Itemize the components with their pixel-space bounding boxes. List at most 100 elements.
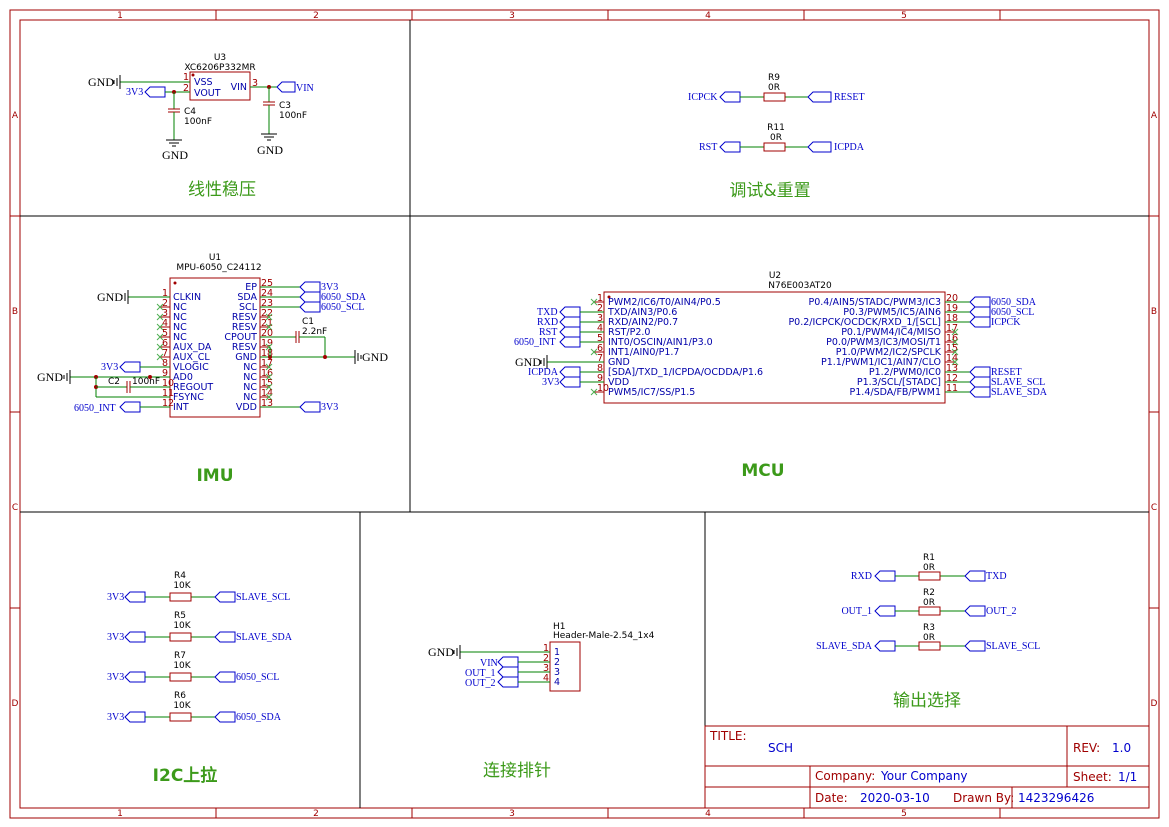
c2-val: 100nF [132,377,160,387]
h1-pin-num: 1 [554,647,560,658]
u1-right-pin-num: 13 [261,398,273,409]
mcu-net-txd: TXD [537,307,558,318]
u3-body [189,71,251,101]
u2-right-pin-name: P0.0/PWM3/IC3/MOSI/T1 [826,337,941,348]
h1-pin-num: 4 [554,677,560,688]
c3-val: 100nF [279,111,307,121]
i2c-res-val: 10K [173,701,191,711]
outsel-res-val: 0R [923,563,935,573]
section-title-output-select: 输出选择 [893,691,961,711]
tb-company: Your Company [880,769,968,783]
i2c-net-left: 3V3 [107,712,124,723]
r11-ref: R11 [767,123,785,133]
outsel-net-right: SLAVE_SCL [986,641,1040,652]
u3-gnd-label: GND [88,75,114,89]
tb-date-label: Date: [815,791,848,805]
u2-right-pin-num: 15 [946,343,958,354]
tb-rev-label: REV: [1073,741,1100,755]
u2-left-pin-num: 4 [597,323,603,334]
u1-left-pin-num: 2 [162,298,168,309]
u1-net-ep-3v3: 3V3 [321,282,338,293]
frame-row-label-right: A [1151,111,1158,121]
mcu-net-vdd: 3V3 [542,377,559,388]
u1-left-pin-name: NC [173,322,187,333]
u1-right-pin-num: 23 [261,298,273,309]
c4-gnd-label: GND [162,148,188,162]
u1-left-pin-num: 11 [162,388,174,399]
h1-part: Header-Male-2.54_1x4 [553,631,655,641]
u1-right-pin-name: SDA [237,292,257,303]
h1-net-out2: OUT_2 [465,678,496,689]
u1-net-sda: 6050_SDA [321,292,367,303]
frame-row-label-right: B [1151,307,1157,317]
u2-right-pin-name: P0.3/PWM5/IC5/AIN6 [843,307,941,318]
frame-row-label-left: D [12,699,19,709]
i2c-net-right: SLAVE_SDA [236,632,293,643]
u2-left-pin-num: 3 [597,313,603,324]
u1-left-pin-num: 7 [162,348,168,359]
u1-right-pin-name: NC [243,372,257,383]
i2c-net-left: 3V3 [107,672,124,683]
u3-pin-vss: VSS [194,77,213,88]
u1-left-pin-name: AUX_DA [173,342,212,353]
i2c-res-val: 10K [173,621,191,631]
frame-row-label-right: D [1151,699,1158,709]
frame-col-label-bottom: 1 [117,809,123,819]
u2-left-pin-num: 8 [597,363,603,374]
u1-right-pin-name: CPOUT [224,332,257,343]
outsel-net-left: OUT_1 [841,606,872,617]
u3-pin-vout: VOUT [194,88,221,99]
u2-left-pin-name: INT1/AIN0/P1.7 [608,347,679,358]
u2-right-pin-num: 16 [946,333,958,344]
u1-right-pin-name: NC [243,392,257,403]
u1-left-pin-name: NC [173,302,187,313]
u2-left-pin-name: PWM5/IC7/SS/P1.5 [608,387,695,398]
u2-left-pin-name: RXD/AIN2/P0.7 [608,317,678,328]
u2-right-pin-name: P1.3/SCL/[STADC] [857,377,941,388]
u1-left-pin-name: NC [173,332,187,343]
i2c-net-left: 3V3 [107,592,124,603]
u1-left-pin-num: 12 [162,398,174,409]
tb-date: 2020-03-10 [860,791,930,805]
u1-right-pin-name: NC [243,362,257,373]
u1-right-pin-num: 18 [261,348,273,359]
frame-col-label-bottom: 2 [313,809,319,819]
section-title-connector: 连接排针 [483,761,551,781]
u2-right-pin-name: P1.1/PWM1/IC1/AIN7/CLO [821,357,941,368]
tb-title-label: TITLE: [709,729,747,743]
frame-col-label-top: 2 [313,11,319,21]
u3-pin3-num: 3 [252,78,258,89]
u2-right-pin-name: P0.2/ICPCK/OCDCK/RXD_1/[SCL] [788,317,941,328]
u2-left-pin-num: 5 [597,333,603,344]
c2-ref: C2 [108,377,120,387]
u2-left-pin-name: GND [608,357,630,368]
tb-sheet-label: Sheet: [1073,770,1112,784]
u2-left-pin-name: VDD [608,377,629,388]
u3-pin-vin: VIN [231,82,247,93]
c1-val: 2.2nF [302,327,327,337]
u1-net-scl: 6050_SCL [321,302,364,313]
u2-left-pin-num: 10 [597,383,609,394]
u1-clkin-gnd: GND [97,290,123,304]
frame-col-label-top: 5 [901,11,907,21]
u1-ref: U1 [209,253,221,263]
u1-ad0-gnd: GND [37,370,63,384]
h1-ref: H1 [553,622,566,632]
u1-left-pin-num: 9 [162,368,168,379]
frame-col-label-bottom: 4 [705,809,711,819]
i2c-net-left: 3V3 [107,632,124,643]
mcu-net-icpck: ICPCK [991,317,1021,328]
u1-right-pin-name: EP [245,282,257,293]
c3-gnd-label: GND [257,143,283,157]
u2-right-pin-name: P1.0/PWM2/IC2/SPCLK [836,347,942,358]
u2-right-pin-num: 11 [946,383,958,394]
h1-net-out1: OUT_1 [465,668,496,679]
u2-left-pin-num: 9 [597,373,603,384]
u2-right-pin-num: 14 [946,353,958,364]
net-icpck: ICPCK [688,92,718,103]
u2-right-pin-name: P0.4/AIN5/STADC/PWM3/IC3 [809,297,941,308]
outsel-res-ref: R1 [923,553,935,563]
